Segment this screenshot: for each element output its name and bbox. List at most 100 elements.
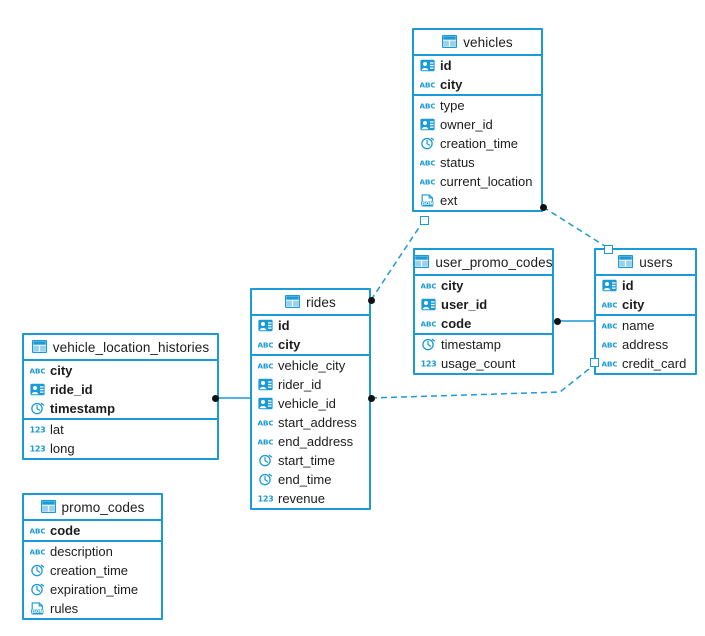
clock-icon xyxy=(258,473,273,487)
column-row[interactable]: vehicle_id xyxy=(252,394,369,413)
svg-text:ABC: ABC xyxy=(258,340,273,349)
entity-header[interactable]: promo_codes xyxy=(24,495,161,521)
entity-header[interactable]: rides xyxy=(252,290,369,316)
column-name: end_time xyxy=(278,472,332,487)
column-name: status xyxy=(440,155,475,170)
column-row[interactable]: id xyxy=(252,316,369,335)
column-row[interactable]: rider_id xyxy=(252,375,369,394)
column-row[interactable]: timestamp xyxy=(415,335,552,354)
svg-text:123: 123 xyxy=(258,494,273,503)
column-name: name xyxy=(622,318,655,333)
entity-header[interactable]: user_promo_codes xyxy=(414,250,552,276)
clock-icon xyxy=(30,583,45,597)
entity-header[interactable]: vehicle_location_histories xyxy=(24,335,217,361)
json-icon: JSON xyxy=(420,193,435,208)
column-name: end_address xyxy=(278,434,354,449)
column-name: id xyxy=(440,58,452,73)
id-icon xyxy=(258,319,273,333)
svg-text:JSON: JSON xyxy=(31,609,44,615)
clock-icon xyxy=(30,402,45,416)
entity-title: promo_codes xyxy=(61,499,145,515)
column-row[interactable]: creation_time xyxy=(24,561,161,580)
abc-icon: ABC xyxy=(420,99,435,113)
column-row[interactable]: user_id xyxy=(415,295,552,314)
id-icon xyxy=(420,118,435,132)
column-row[interactable]: ride_id xyxy=(24,380,217,399)
table-icon xyxy=(31,340,47,354)
column-name: timestamp xyxy=(441,337,501,352)
column-row[interactable]: owner_id xyxy=(414,115,541,134)
svg-text:ABC: ABC xyxy=(420,80,435,89)
column-name: current_location xyxy=(440,174,533,189)
abc-icon: ABC xyxy=(30,364,45,378)
column-name: vehicle_id xyxy=(278,396,336,411)
column-name: expiration_time xyxy=(50,582,139,597)
svg-text:123: 123 xyxy=(30,425,45,434)
svg-text:ABC: ABC xyxy=(420,158,435,167)
svg-text:ABC: ABC xyxy=(420,101,435,110)
column-row[interactable]: end_time xyxy=(252,470,369,489)
column-row[interactable]: expiration_time xyxy=(24,580,161,599)
column-row[interactable]: ABC end_address xyxy=(252,432,369,451)
entity-header[interactable]: users xyxy=(596,250,695,276)
abc-icon: ABC xyxy=(258,359,273,373)
relationship-endpoint-dot-rides-users xyxy=(367,394,375,402)
column-row[interactable]: creation_time xyxy=(414,134,541,153)
svg-text:ABC: ABC xyxy=(421,281,436,290)
entity-title: users xyxy=(639,254,673,270)
column-name: credit_card xyxy=(622,356,687,371)
column-name: creation_time xyxy=(440,136,519,151)
entity-title: rides xyxy=(306,294,336,310)
123-icon: 123 xyxy=(30,423,45,437)
column-row[interactable]: start_time xyxy=(252,451,369,470)
svg-text:JSON: JSON xyxy=(421,201,434,207)
abc-icon: ABC xyxy=(420,156,435,170)
column-row[interactable]: timestamp xyxy=(24,399,217,418)
column-row[interactable]: ABC status xyxy=(414,153,541,172)
id-icon xyxy=(602,279,617,293)
clock-icon xyxy=(258,454,273,468)
json-icon: JSON xyxy=(30,601,45,616)
entity-title: vehicles xyxy=(463,34,513,50)
entity-header[interactable]: vehicles xyxy=(414,30,541,56)
id-icon xyxy=(30,383,45,397)
column-name: city xyxy=(441,278,464,293)
abc-icon: ABC xyxy=(30,524,45,538)
column-row[interactable]: ABC city xyxy=(415,276,552,295)
column-row[interactable]: id xyxy=(596,276,695,295)
column-row[interactable]: id xyxy=(414,56,541,75)
table-icon xyxy=(618,255,634,269)
svg-text:ABC: ABC xyxy=(258,437,273,446)
